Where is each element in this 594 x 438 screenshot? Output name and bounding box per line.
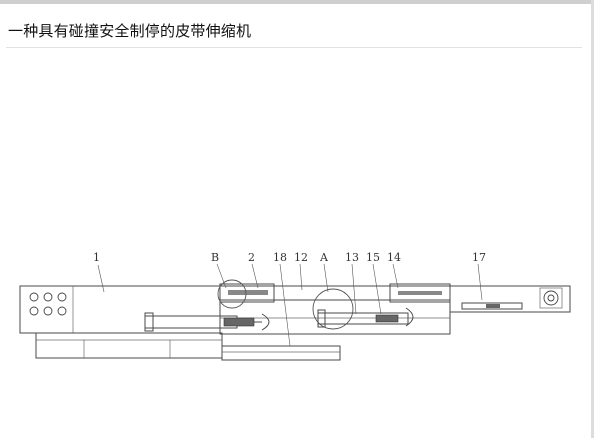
- cylinder-mid-cap: [317, 309, 326, 328]
- label-b: B: [211, 251, 219, 264]
- label-a: A: [319, 251, 329, 264]
- lower-rail-left: [35, 332, 223, 359]
- module-14-inner: [398, 291, 442, 295]
- leader-a: [323, 263, 329, 293]
- module-b-inner: [228, 290, 268, 295]
- detail-circle-b: [217, 279, 247, 309]
- spring-left: [223, 317, 255, 327]
- pulley-outer: [543, 290, 559, 306]
- right-scrollbar: [591, 0, 594, 438]
- label-1: 1: [93, 251, 100, 264]
- label-14: 14: [387, 251, 401, 264]
- top-border: [0, 0, 594, 4]
- pulley-inner: [547, 294, 555, 302]
- leader-17: [477, 263, 483, 301]
- label-2: 2: [248, 251, 255, 264]
- detail-circle-a: [312, 288, 354, 330]
- right-bar: [461, 302, 523, 310]
- hook-left: [261, 313, 270, 331]
- spring-mid: [375, 314, 399, 323]
- pulley-frame: [539, 287, 563, 309]
- label-13: 13: [345, 251, 359, 264]
- lower-rail-right: [221, 345, 341, 361]
- leader-1: [97, 264, 105, 293]
- hook-mid: [405, 307, 414, 327]
- label-17: 17: [472, 251, 486, 264]
- label-18: 18: [273, 251, 287, 264]
- leader-15: [372, 263, 382, 315]
- leader-18: [279, 263, 291, 347]
- frame-holes: [29, 292, 67, 316]
- leader-2: [251, 263, 259, 289]
- right-bar-fill: [486, 304, 500, 308]
- mid-carriage: [219, 299, 451, 335]
- leader-b: [216, 263, 227, 289]
- title-divider: [6, 47, 582, 48]
- right-segment: [449, 285, 571, 313]
- leader-13: [351, 263, 357, 315]
- module-b: [219, 283, 275, 303]
- leader-12: [299, 263, 303, 291]
- page-title: 一种具有碰撞安全制停的皮带伸缩机: [8, 22, 252, 40]
- cylinder-left-cap: [144, 312, 154, 332]
- label-15: 15: [366, 251, 380, 264]
- label-12: 12: [294, 251, 308, 264]
- leader-14: [392, 263, 399, 289]
